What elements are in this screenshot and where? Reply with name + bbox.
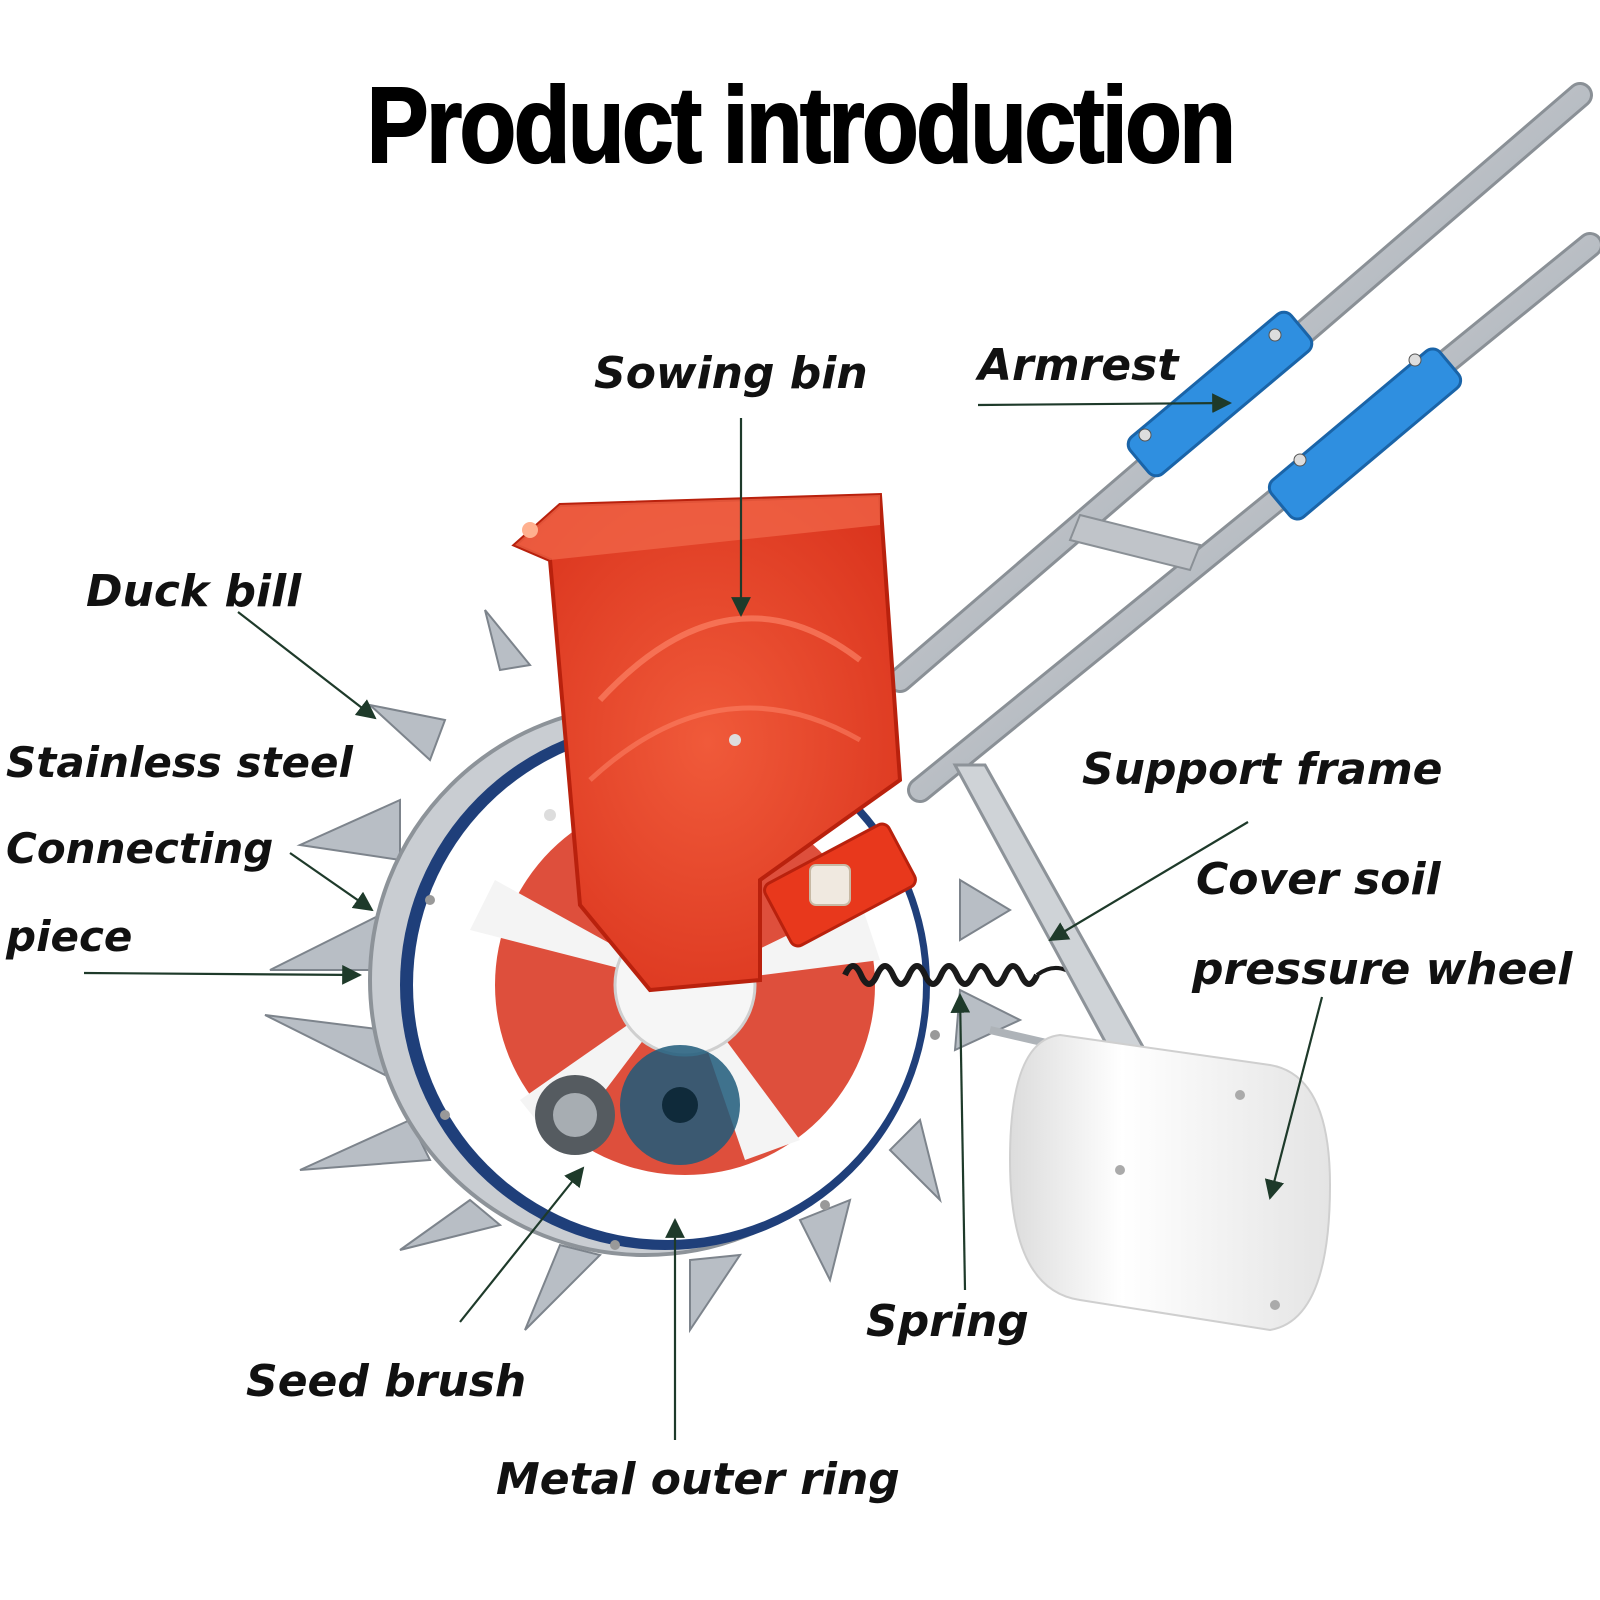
label-spring: Spring <box>866 1296 1029 1347</box>
label-armrest: Armrest <box>978 340 1179 391</box>
label-piece: piece <box>6 912 133 961</box>
line-stainless-steel <box>289 852 374 912</box>
label-seed-brush: Seed brush <box>246 1356 527 1407</box>
label-cover-soil: Cover soil <box>1196 854 1441 905</box>
line-spring <box>950 993 971 1291</box>
label-sowing-bin: Sowing bin <box>594 348 868 399</box>
handle-pipes <box>887 82 1600 803</box>
label-connecting: Connecting <box>6 824 274 873</box>
label-metal-outer-ring: Metal outer ring <box>496 1454 900 1505</box>
line-armrest <box>977 393 1232 414</box>
label-stainless-steel: Stainless steel <box>6 738 353 787</box>
pressure-roller <box>1008 1033 1332 1332</box>
sowing-bin <box>511 492 917 993</box>
label-duck-bill: Duck bill <box>86 566 302 617</box>
page-title: Product introduction <box>366 63 1237 186</box>
duck-bill-spikes <box>264 609 1023 1334</box>
line-seed-brush <box>459 1166 585 1323</box>
label-pressure-wheel: pressure wheel <box>1192 944 1573 995</box>
line-pressure-wheel <box>1264 996 1324 1200</box>
line-support-frame <box>1048 821 1249 942</box>
label-support-frame: Support frame <box>1082 744 1443 795</box>
line-connecting-piece <box>83 964 362 985</box>
line-duck-bill <box>237 611 377 720</box>
callout-lines <box>83 393 1324 1440</box>
